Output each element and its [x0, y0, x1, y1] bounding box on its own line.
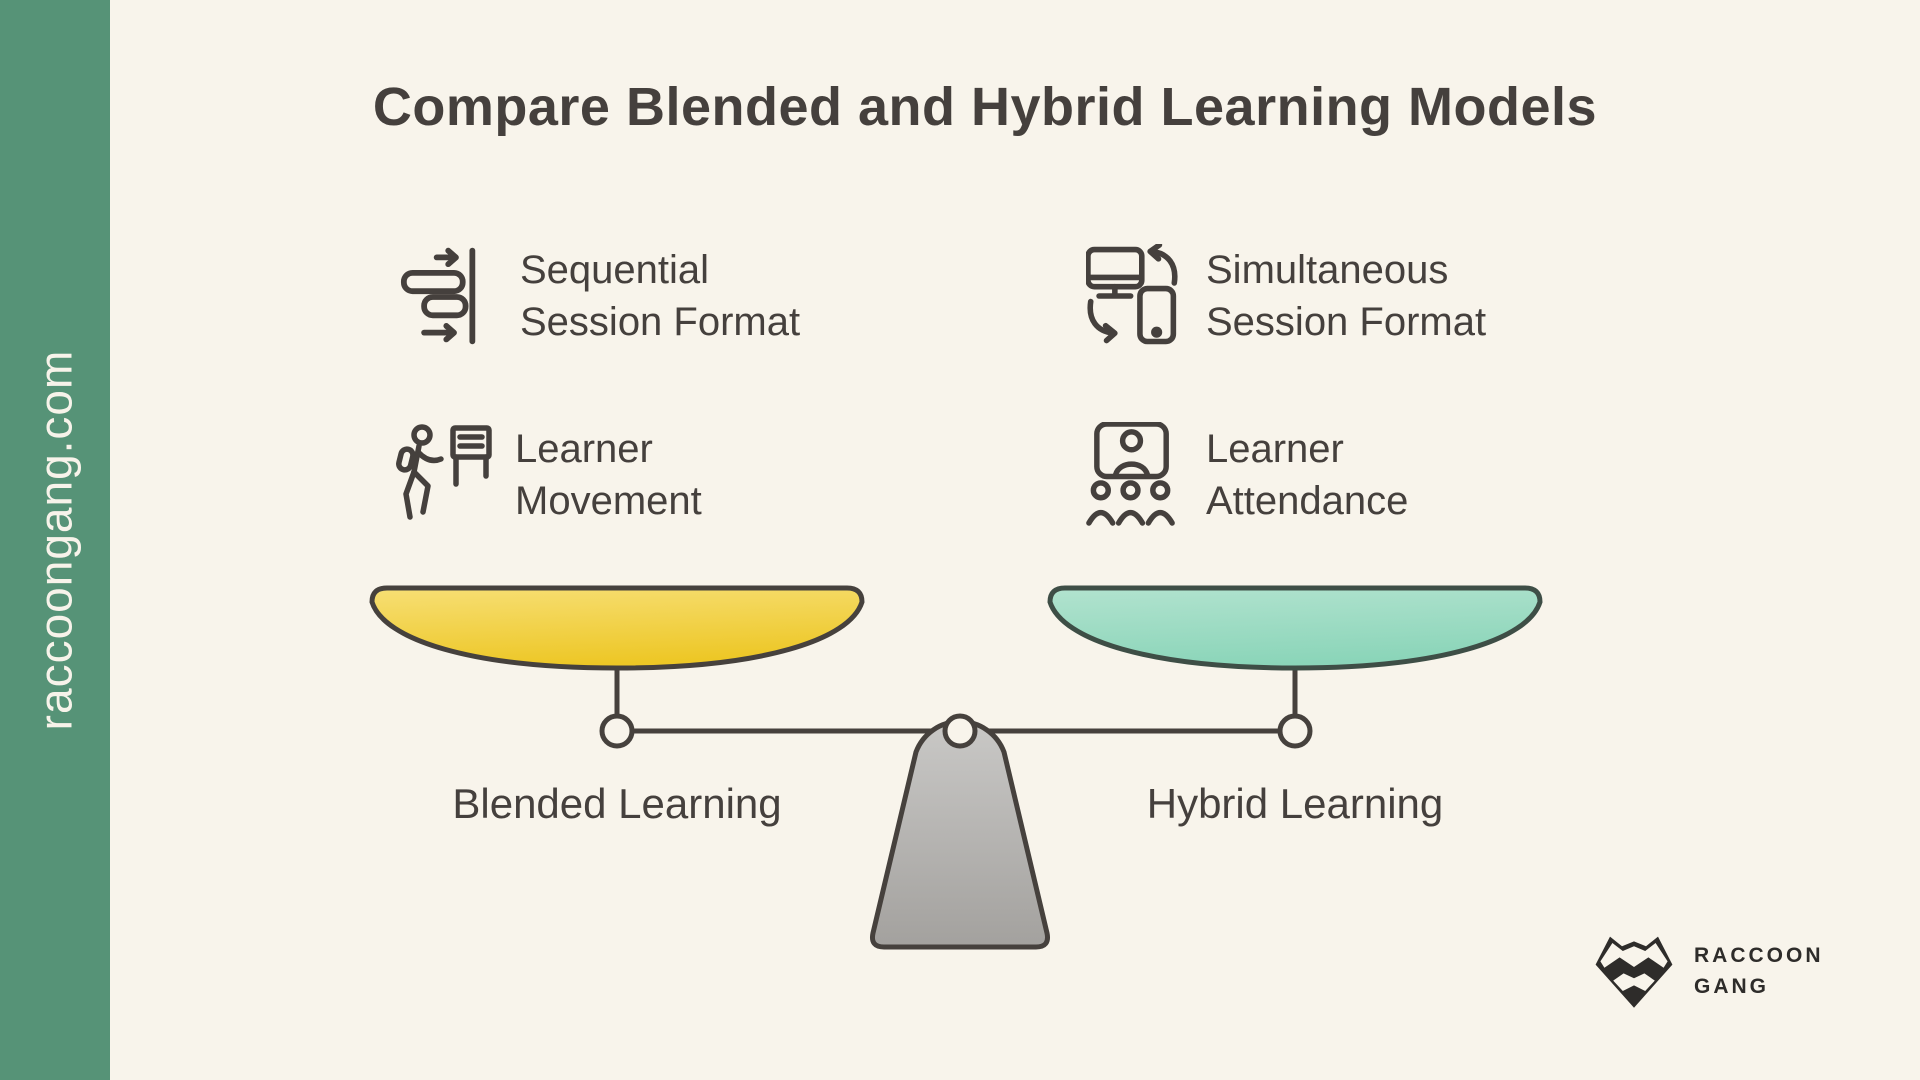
feature-simultaneous-session: Simultaneous Session Format	[1086, 244, 1486, 348]
feature-learner-movement: Learner Movement	[395, 423, 702, 527]
device-sync-icon	[1086, 244, 1186, 348]
fulcrum	[870, 719, 1050, 950]
sequence-icon	[400, 246, 500, 346]
left-pivot-circle	[599, 713, 635, 749]
feature-text: Learner Movement	[515, 423, 702, 527]
feature-line: Attendance	[1206, 478, 1409, 523]
fulcrum-pivot-circle	[942, 713, 978, 749]
right-pan-label: Hybrid Learning	[1146, 780, 1444, 827]
logo-line-2: GANG	[1694, 975, 1769, 998]
attendance-icon	[1086, 422, 1186, 527]
page-title: Compare Blended and Hybrid Learning Mode…	[372, 77, 1598, 137]
device-sync-icon-svg	[1086, 244, 1178, 345]
logo: RACCOON GANG	[1594, 930, 1824, 1012]
feature-text: Learner Attendance	[1206, 423, 1408, 527]
feature-line: Movement	[515, 479, 702, 523]
raccoon-gang-logo-icon	[1595, 936, 1673, 1008]
feature-line: Session Format	[1206, 300, 1487, 344]
walking-person-icon	[395, 423, 495, 527]
hybrid-learning-pan	[1047, 585, 1543, 671]
blended-learning-pan	[369, 585, 865, 671]
feature-learner-attendance: Learner Attendance	[1086, 422, 1408, 527]
feature-line: Simultaneous	[1206, 248, 1449, 292]
feature-line: Learner	[1206, 426, 1344, 471]
feature-text: Simultaneous Session Format	[1206, 244, 1486, 348]
feature-line: Learner	[515, 427, 653, 471]
logo-line-1: RACCOON	[1694, 944, 1824, 967]
sequence-icon-svg	[400, 247, 476, 345]
logo-text: RACCOON GANG	[1694, 940, 1824, 1002]
left-pan-label: Blended Learning	[452, 780, 782, 827]
feature-line: Session Format	[520, 300, 801, 344]
sidebar: raccoongang.com	[0, 0, 110, 1080]
feature-line: Sequential	[520, 248, 710, 292]
right-pivot-circle	[1277, 713, 1313, 749]
feature-text: Sequential Session Format	[520, 244, 800, 348]
walking-person-icon-svg	[396, 424, 492, 520]
attendance-icon-svg	[1086, 422, 1175, 526]
feature-sequential-session: Sequential Session Format	[400, 244, 800, 348]
